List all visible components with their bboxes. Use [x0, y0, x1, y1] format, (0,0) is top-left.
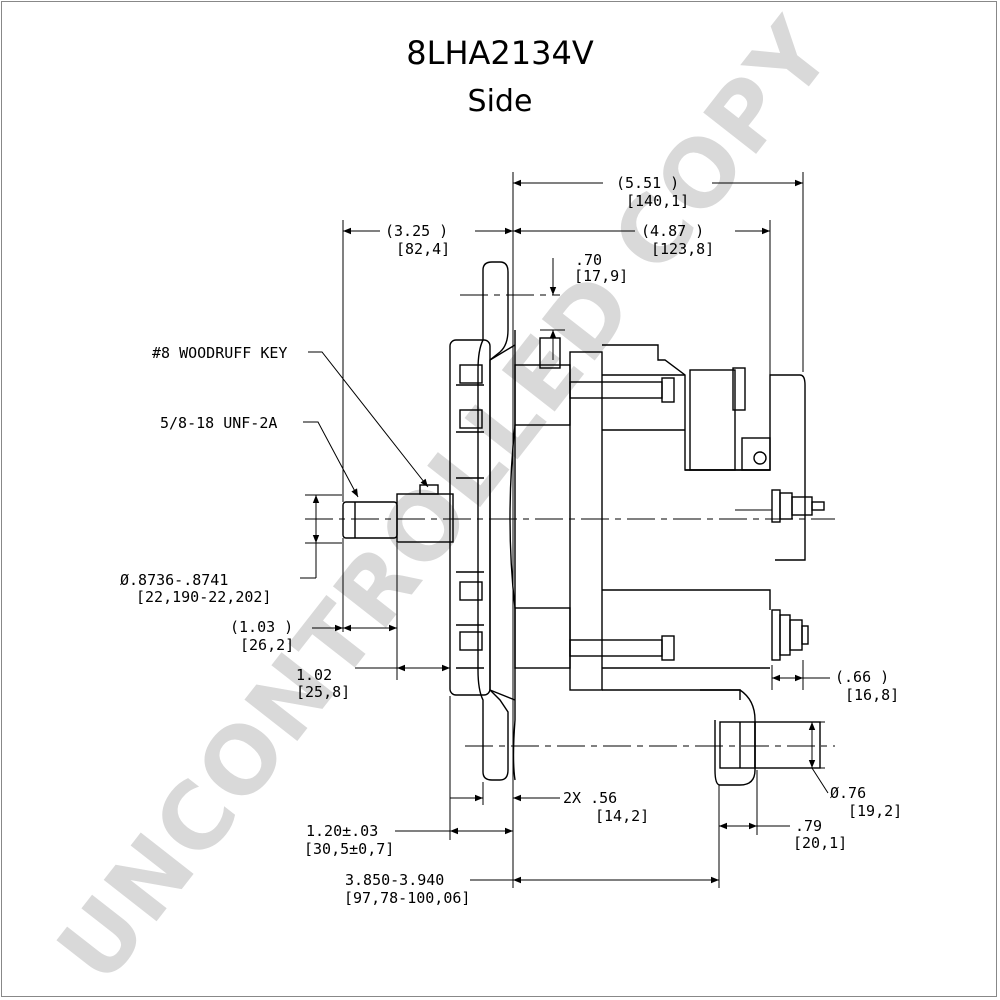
alternator-outline [342, 261, 825, 786]
terminal-offset-label: (.66 ) [835, 668, 889, 686]
dimension-lines [300, 172, 830, 888]
thread-length-mm-label: [26,2] [240, 636, 294, 654]
pulley-offset-label: 1.02 [296, 666, 332, 684]
flange-mm-label: [30,5±0,7] [304, 840, 394, 858]
mount-span-label: 3.850-3.940 [345, 871, 444, 889]
shaft-length-label: (3.25 ) [385, 222, 448, 240]
woodruff-key-label: #8 WOODRUFF KEY [152, 344, 287, 362]
mount-span-mm-label: [97,78-100,06] [344, 889, 470, 907]
shaft-diameter-label: Ø.8736-.8741 [120, 571, 228, 589]
top-offset-mm-label: [17,9] [574, 267, 628, 285]
shaft-length-mm-label: [82,4] [396, 240, 450, 258]
center-lines [305, 294, 835, 747]
mount-hole-label: Ø.76 [830, 784, 866, 802]
body-length-mm-label: [123,8] [651, 240, 714, 258]
ear-width-label: 2X .56 [563, 789, 617, 807]
watermark-text: UNCONTROLLED COPY [37, 0, 853, 1000]
overall-length-label: (5.51 ) [616, 174, 679, 192]
mount-hole-mm-label: [19,2] [848, 802, 902, 820]
ear-depth-label: .79 [795, 817, 822, 835]
flange-label: 1.20±.03 [306, 822, 378, 840]
top-offset-label: .70 [575, 251, 602, 269]
shaft-diameter-mm-label: [22,190-22,202] [136, 588, 271, 606]
terminal-offset-mm-label: [16,8] [845, 686, 899, 704]
body-length-label: (4.87 ) [641, 222, 704, 240]
overall-length-mm-label: [140,1] [626, 192, 689, 210]
ear-depth-mm-label: [20,1] [793, 834, 847, 852]
ear-width-mm-label: [14,2] [595, 807, 649, 825]
thread-label: 5/8-18 UNF-2A [160, 414, 277, 432]
pulley-offset-mm-label: [25,8] [296, 683, 350, 701]
page-title: 8LHA2134V [406, 34, 594, 72]
dimension-labels: (5.51 ) [140,1] (4.87 ) [123,8] (3.25 ) … [120, 174, 902, 907]
thread-length-label: (1.03 ) [230, 618, 293, 636]
page-subtitle: Side [467, 84, 533, 119]
